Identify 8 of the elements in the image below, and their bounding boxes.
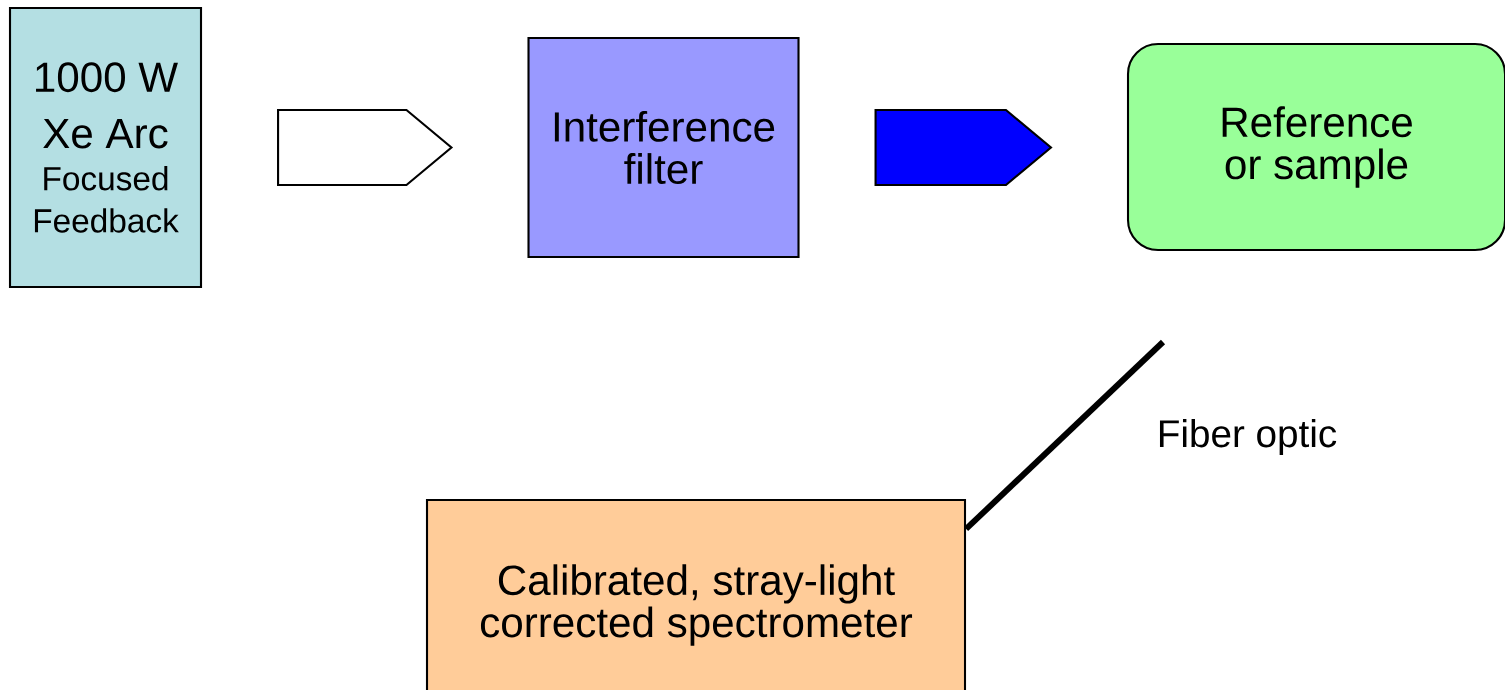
fiber-line [964, 339, 1166, 532]
edge-label: Fiber optic [1153, 415, 1341, 459]
block-arrow [874, 108, 1053, 187]
lamp-box: 1000 W Xe Arc Focused Feedback [8, 6, 203, 289]
sample-box: Reference or sample [1126, 42, 1505, 252]
block-arrow [277, 108, 454, 187]
spectrometer-box: Calibrated, stray-light corrected spectrometer [425, 498, 967, 690]
filter-box: Interference filter [527, 36, 800, 259]
